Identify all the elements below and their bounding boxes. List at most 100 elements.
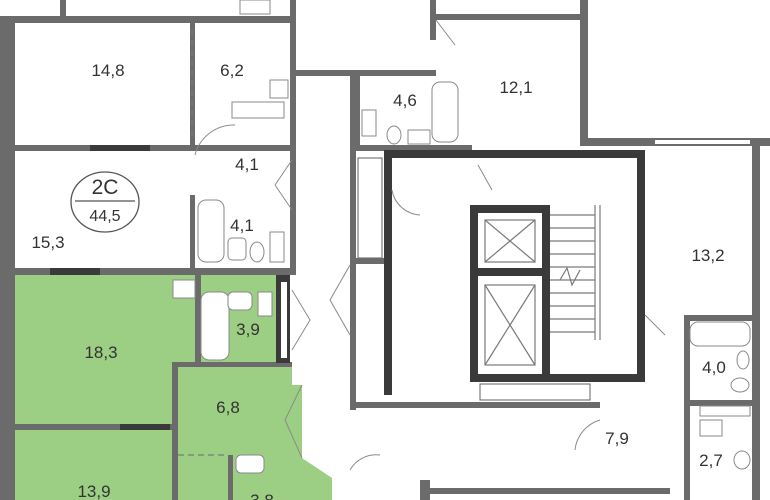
apartment-badge[interactable]: 2С 44,5 — [70, 171, 140, 233]
window-strip-left — [2, 20, 6, 500]
wall-corridor-bottom — [350, 402, 600, 408]
sink-kitchen-highlighted — [172, 279, 196, 299]
sink-kitchen — [269, 79, 289, 99]
door-arc-4 — [291, 289, 311, 351]
wall-bath46-left — [356, 70, 360, 150]
wall-bottom — [430, 488, 670, 494]
counter-kitchen — [231, 101, 285, 119]
wall-bath27-left — [684, 406, 690, 500]
room-area-label: 6,8 — [216, 398, 240, 417]
wall-segment-268 — [50, 268, 100, 275]
door-right-1 — [644, 314, 666, 336]
wall-corridor-left — [350, 70, 356, 410]
wall-bath40-left — [684, 315, 690, 405]
window-top-right — [655, 140, 750, 144]
wall-bottom-stub-1 — [420, 480, 430, 500]
elevator-2-x2 — [484, 284, 536, 366]
room-area-label: 13,9 — [77, 482, 110, 500]
elevator-wall-top — [470, 205, 550, 213]
door-arc-3 — [284, 384, 303, 459]
wall-top-mid — [430, 0, 436, 40]
toilet-27 — [733, 450, 751, 470]
wall-top-stub — [60, 0, 66, 20]
door-arc-1 — [194, 124, 236, 156]
wall-horizontal-362 — [175, 362, 292, 367]
wall-segment-424 — [120, 424, 170, 430]
wall-horizontal-145 — [15, 145, 292, 151]
door-top-right — [435, 19, 456, 46]
washer-upper — [269, 231, 285, 263]
room-area-label: 3,9 — [236, 320, 260, 339]
room-area-label: 4,0 — [702, 358, 726, 377]
wall-bath2-left — [195, 275, 201, 365]
room-area-label: 6,2 — [220, 61, 244, 80]
door-arc-2 — [274, 159, 293, 211]
room-area-label: 2,7 — [699, 451, 723, 470]
room-area-label: 13,2 — [691, 246, 724, 265]
elevator-1-x2 — [484, 219, 536, 263]
elevator-wall-mid — [470, 268, 550, 276]
room-area-label: 18,3 — [84, 343, 117, 362]
wall-vertical-172 — [172, 362, 178, 500]
core-wall-top — [384, 150, 645, 158]
shaft-column — [357, 157, 383, 259]
core-wall-left — [384, 150, 392, 395]
room-area-label: 4,1 — [235, 155, 259, 174]
bathtub-highlighted — [200, 291, 230, 361]
elevator-wall-right — [542, 205, 550, 382]
sink-27 — [699, 419, 723, 437]
wall-top-left — [0, 16, 292, 23]
badge-area: 44,5 — [89, 208, 120, 225]
wall-bath3-left — [228, 455, 233, 500]
shaft-inner — [281, 282, 287, 358]
bathtub-40 — [689, 321, 751, 347]
room-area-label: 4,6 — [393, 91, 417, 110]
door-core-2 — [477, 164, 493, 191]
sink-top — [239, 0, 271, 15]
room-area-label: 12,1 — [499, 78, 532, 97]
sink-46 — [407, 129, 431, 145]
sink-upper — [227, 237, 247, 261]
room-area-label: 7,9 — [605, 429, 629, 448]
elevator-2 — [484, 284, 536, 366]
room-area-label: 4,1 — [230, 216, 254, 235]
room-area-label: 14,8 — [91, 61, 124, 80]
door-bottom — [349, 454, 381, 471]
door-corridor-1 — [329, 264, 351, 336]
badge-code: 2С — [92, 176, 119, 199]
wall-bath46-bottom — [356, 145, 472, 151]
toilet-upper — [249, 241, 265, 263]
wall-horizontal-424 — [15, 424, 175, 430]
wall-horizontal-400 — [684, 400, 752, 406]
badge-circle — [70, 171, 140, 233]
sink-bottom-highlighted — [235, 454, 265, 474]
wall-bath-left — [190, 195, 195, 268]
wall-vertical-580 — [580, 0, 588, 140]
washer-46 — [361, 109, 377, 137]
door-right-2 — [574, 419, 601, 451]
elevator-wall-bottom — [470, 374, 550, 382]
toilet-46 — [386, 125, 402, 145]
wall-bath46-top — [356, 70, 436, 76]
wall-corridor-top — [296, 70, 356, 76]
core-wall-bottom-right — [548, 374, 645, 382]
sink-40 — [736, 350, 750, 370]
counter-27 — [699, 405, 751, 417]
outer-wall-right — [752, 138, 760, 500]
bathtub-46 — [431, 81, 459, 143]
corridor-cabinets — [479, 383, 591, 401]
room-area-label: 3,8 — [250, 491, 274, 500]
wall-horizontal-268 — [15, 268, 296, 275]
washer-highlighted — [257, 291, 273, 317]
wall-top-right — [436, 14, 580, 20]
wall-segment-145 — [90, 145, 150, 151]
elevator-wall-left — [470, 205, 478, 382]
shaft-divider — [356, 258, 384, 264]
staircase — [550, 205, 601, 340]
toilet-40 — [730, 377, 750, 393]
door-core-1 — [391, 189, 421, 216]
elevator-1 — [484, 219, 536, 263]
wall-horizontal-315 — [684, 315, 752, 321]
wall-vertical-mid-left — [290, 0, 296, 275]
